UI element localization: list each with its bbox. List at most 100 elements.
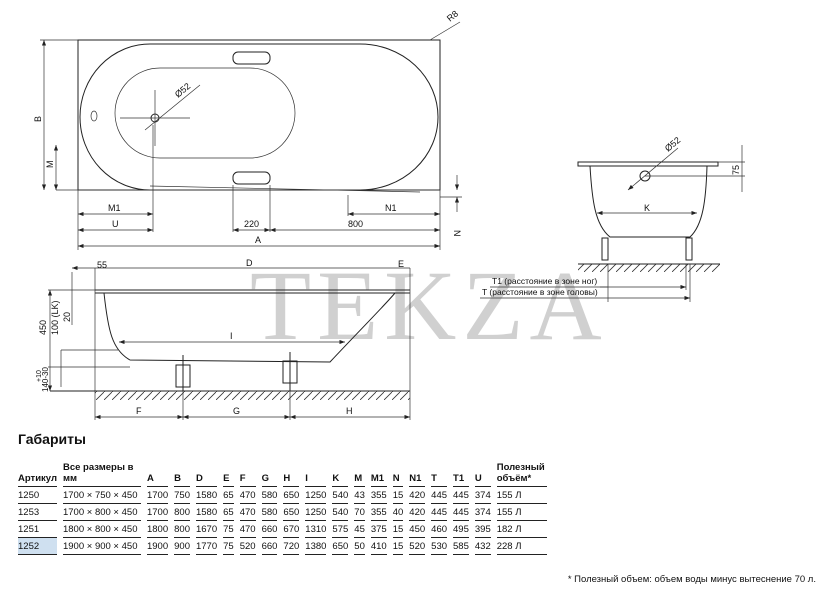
table-cell: 43 [354,487,365,504]
article-cell: 1252 [18,538,57,555]
table-cell: 420 [409,504,426,521]
table-cell: 1700 [146,487,169,504]
table-cell: 650 [283,504,300,521]
table-cell: 15 [392,538,404,555]
dim-450: 450 [38,320,48,335]
table-cell: 575 [332,521,349,538]
table-cell: 580 [261,504,278,521]
table-cell: 1700 × 750 × 450 [62,487,141,504]
table-cell: 1700 [146,504,169,521]
article-cell: 1253 [18,504,57,521]
dim-B: B [33,116,43,122]
column-header: H [283,462,300,487]
column-header: A [146,462,169,487]
table-cell: 450 [409,521,426,538]
table-cell: 65 [223,487,234,504]
column-header: F [239,462,256,487]
table-cell: 520 [239,538,256,555]
column-header: T [431,462,448,487]
overflow-diameter-label: Ø52 [663,135,682,154]
column-header: G [261,462,278,487]
table-cell: 50 [354,538,365,555]
table-cell: 720 [283,538,300,555]
table-cell: 460 [431,521,448,538]
article-cell: 1251 [18,521,57,538]
dim-A: A [255,235,261,245]
table-cell: 670 [283,521,300,538]
table-cell: 445 [453,504,469,521]
column-header: M [354,462,365,487]
table-cell: 65 [223,504,234,521]
table-cell: 410 [370,538,387,555]
column-header: K [332,462,349,487]
table-cell: 1380 [305,538,327,555]
table-cell: 1580 [195,487,218,504]
table-cell: 45 [354,521,365,538]
table-cell: 420 [409,487,426,504]
column-header: Артикул [18,462,57,487]
dim-220: 220 [244,219,259,229]
column-header: B [174,462,190,487]
table-cell: 1580 [195,504,218,521]
top-view: Ø52 R8 B M M1 U 220 800 [33,8,462,250]
table-cell: 650 [283,487,300,504]
dim-D: D [246,258,253,268]
table-cell: 1800 [146,521,169,538]
table-cell: 800 [174,504,190,521]
table-cell: 228 Л [496,538,547,555]
table-cell: 355 [370,504,387,521]
dim-M1: M1 [108,203,121,213]
table-cell: 470 [239,521,256,538]
column-header: E [223,462,234,487]
column-header: I [305,462,327,487]
column-header: N1 [409,462,426,487]
radius-label: R8 [445,8,460,23]
dim-M: M [45,161,55,169]
table-cell: 155 Л [496,487,547,504]
dim-K: K [644,203,650,213]
table-cell: 155 Л [496,504,547,521]
table-cell: 374 [474,487,491,504]
dim-G: G [233,406,240,416]
dim-140-30: 140-30 [41,367,50,392]
table-cell: 1670 [195,521,218,538]
table-cell: 750 [174,487,190,504]
dim-800: 800 [348,219,363,229]
side-view: 55 D E 450 100 (LK) 20 +10 140-30 I F G … [36,258,411,420]
table-cell: 530 [431,538,448,555]
column-header: Полезный объём* [496,462,547,487]
dimensions-title: Габариты [18,431,86,447]
table-cell: 445 [453,487,469,504]
table-cell: 1700 × 800 × 450 [62,504,141,521]
table-cell: 520 [409,538,426,555]
table-cell: 540 [332,487,349,504]
dim-I: I [230,331,233,341]
dim-75: 75 [731,165,741,175]
column-header: Все размеры в мм [62,462,141,487]
table-cell: 1250 [305,504,327,521]
table-cell: 585 [453,538,469,555]
table-cell: 40 [392,504,404,521]
table-cell: 650 [332,538,349,555]
column-header: T1 [453,462,469,487]
table-cell: 1900 [146,538,169,555]
table-cell: 15 [392,487,404,504]
table-cell: 470 [239,487,256,504]
dim-E: E [398,259,404,269]
table-cell: 445 [431,504,448,521]
table-cell: 182 Л [496,521,547,538]
table-cell: 15 [392,521,404,538]
table-cell: 1310 [305,521,327,538]
table-cell: 75 [223,538,234,555]
dim-U: U [112,219,119,229]
dim-100-lk: 100 (LK) [50,300,60,335]
table-cell: 660 [261,538,278,555]
article-cell: 1250 [18,487,57,504]
table-cell: 355 [370,487,387,504]
table-cell: 1900 × 900 × 450 [62,538,141,555]
table-cell: 580 [261,487,278,504]
table-cell: 1800 × 800 × 450 [62,521,141,538]
table-row: 1250 1700 × 750 × 450 1700 750 1580 65 470 580 6… [18,487,547,504]
